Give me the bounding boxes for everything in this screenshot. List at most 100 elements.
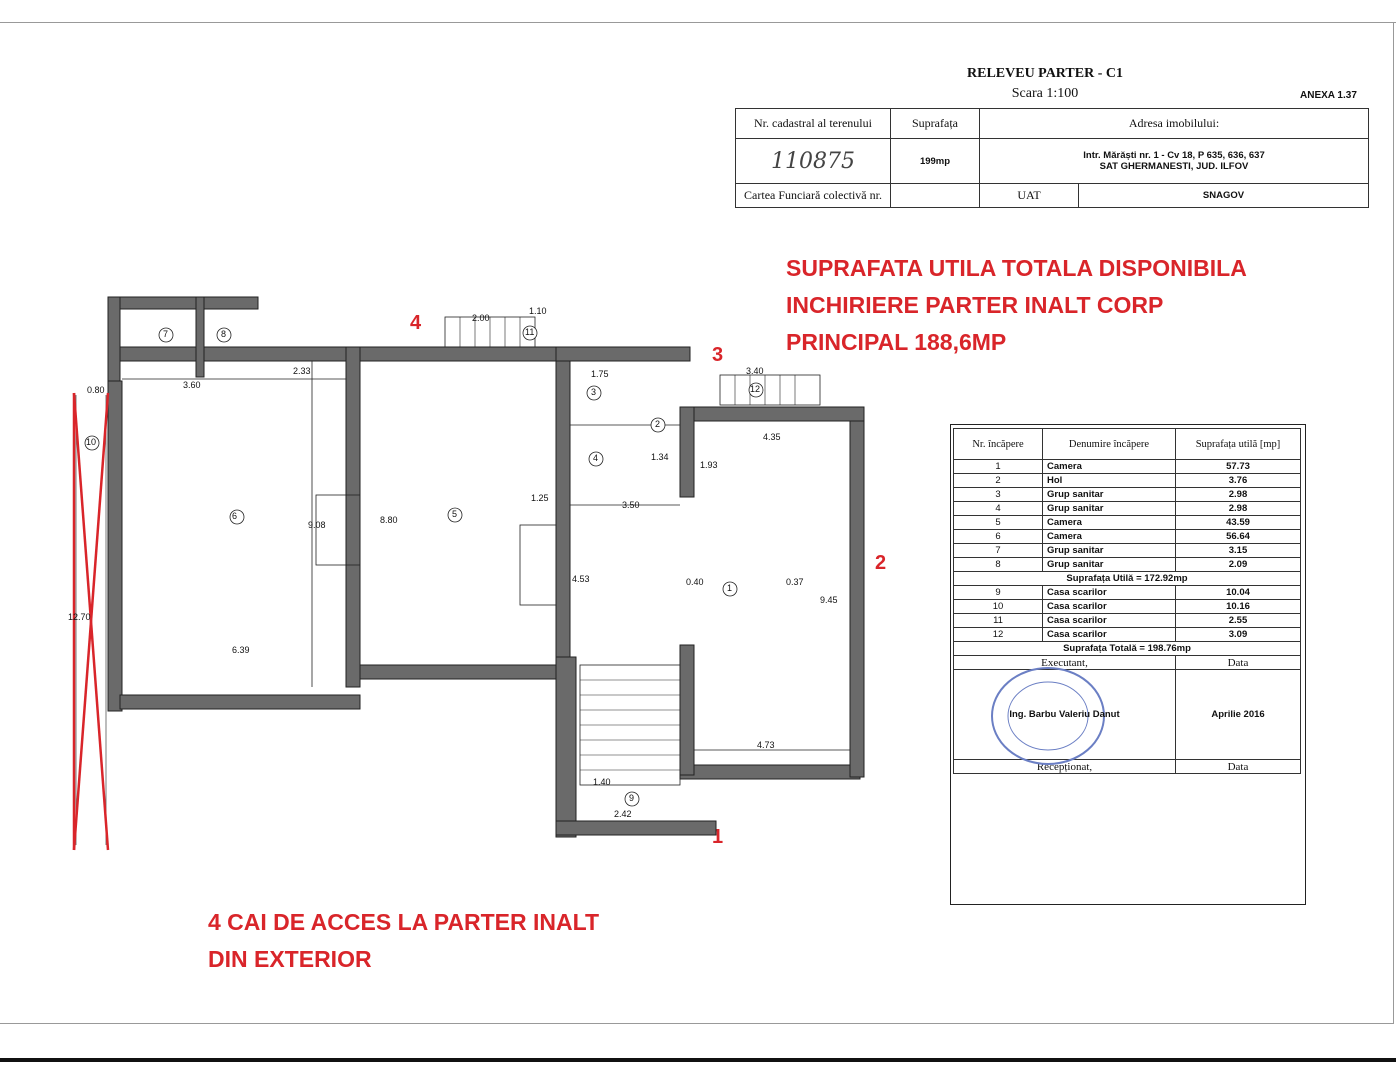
row-name: Casa scarilor	[1042, 613, 1176, 628]
room-label-9: 9	[629, 793, 635, 803]
page-bottom-rule	[0, 1058, 1396, 1062]
dim-233: 2.33	[293, 366, 311, 376]
subtotal-row: Suprafața Utilă = 172.92mp	[953, 571, 1301, 586]
row-area: 10.04	[1175, 585, 1301, 600]
row-area: 2.98	[1175, 487, 1301, 502]
dim-360: 3.60	[183, 380, 201, 390]
dim-193: 1.93	[700, 460, 718, 470]
available-area-line-1: SUPRAFATA UTILA TOTALA DISPONIBILA	[786, 255, 1247, 281]
room-label-11: 11	[525, 327, 535, 337]
dim-453: 4.53	[572, 574, 590, 584]
row-nr: 6	[953, 529, 1043, 544]
row-area: 2.09	[1175, 557, 1301, 572]
available-area-line-2: INCHIRIERE PARTER INALT CORP	[786, 292, 1164, 318]
floor-plan	[72, 296, 865, 851]
executant-name: Ing. Barbu Valeriu Danut	[953, 667, 1176, 765]
dim-639: 6.39	[232, 645, 250, 655]
row-nr: 2	[953, 473, 1043, 488]
row-nr: 5	[953, 515, 1043, 530]
dim-040: 0.40	[686, 577, 704, 587]
row-name: Casa scarilor	[1042, 627, 1176, 642]
dim-908: 9.08	[308, 520, 326, 530]
room-number-circles	[84, 325, 764, 807]
row-nr: 12	[953, 627, 1043, 642]
room-label-5: 5	[452, 509, 458, 519]
row-nr: 1	[953, 459, 1043, 474]
room-label-10: 10	[86, 437, 97, 447]
page-frame-top	[0, 22, 1396, 23]
row-area: 10.16	[1175, 599, 1301, 614]
uat-label: UAT	[979, 182, 1079, 209]
page-frame-bottom	[0, 1023, 1394, 1024]
row-name: Hol	[1042, 473, 1176, 488]
page-frame-right	[1393, 22, 1394, 1024]
row-name: Grup sanitar	[1042, 557, 1176, 572]
room-label-1: 1	[727, 583, 733, 593]
row-nr: 11	[953, 613, 1043, 628]
executant-date: Aprilie 2016	[1175, 669, 1301, 760]
address-head: Adresa imobilului:	[979, 107, 1369, 140]
rooms-table-frame	[950, 424, 1306, 905]
dim-110: 1.10	[529, 306, 547, 316]
access-note: 4 CAI DE ACCES LA PARTER INALT DIN EXTER…	[208, 904, 599, 978]
row-name: Camera	[1042, 459, 1176, 474]
access-note-line-2: DIN EXTERIOR	[208, 946, 372, 972]
dim-435: 4.35	[763, 432, 781, 442]
stamp-icon	[991, 667, 1105, 765]
row-name: Grup sanitar	[1042, 543, 1176, 558]
row-area: 43.59	[1175, 515, 1301, 530]
dim-037: 0.37	[786, 577, 804, 587]
dim-080: 0.80	[87, 385, 105, 395]
total-row: Suprafața Totală = 198.76mp	[953, 641, 1301, 656]
room-label-6: 6	[232, 511, 238, 521]
address-value: Intr. Mărăști nr. 1 - Cv 18, P 635, 636,…	[979, 138, 1369, 184]
area-head: Suprafața	[890, 107, 980, 140]
row-nr: 10	[953, 599, 1043, 614]
dim-945: 9.45	[820, 595, 838, 605]
dim-1270: 12.70	[68, 612, 91, 622]
access-note-line-1: 4 CAI DE ACCES LA PARTER INALT	[208, 909, 600, 935]
data-label-2: Data	[1175, 759, 1301, 774]
row-area: 3.09	[1175, 627, 1301, 642]
room-label-8: 8	[221, 329, 227, 339]
dim-125: 1.25	[531, 493, 549, 503]
room-label-7: 7	[163, 329, 169, 339]
room-label-3: 3	[591, 387, 597, 397]
row-name: Grup sanitar	[1042, 501, 1176, 516]
rooms-head-area: Suprafața utilă [mp]	[1175, 428, 1301, 460]
address-line-2: SAT GHERMANESTI, JUD. ILFOV	[1099, 161, 1249, 173]
row-name: Casa scarilor	[1042, 585, 1176, 600]
row-name: Casa scarilor	[1042, 599, 1176, 614]
area-value: 199mp	[890, 138, 980, 184]
row-nr: 4	[953, 501, 1043, 516]
drawing-scale: Scara 1:100	[1011, 86, 1079, 101]
row-nr: 8	[953, 557, 1043, 572]
annex-label: ANEXA 1.37	[1300, 90, 1357, 101]
stair-treads	[459, 317, 796, 771]
dim-880: 8.80	[380, 515, 398, 525]
crossed-out-stair	[72, 392, 110, 851]
room-label-2: 2	[655, 419, 661, 429]
row-area: 3.15	[1175, 543, 1301, 558]
dim-134: 1.34	[651, 452, 669, 462]
cadastral-head: Nr. cadastral al terenului	[735, 107, 891, 140]
row-area: 57.73	[1175, 459, 1301, 474]
row-nr: 7	[953, 543, 1043, 558]
access-marker-3: 3	[712, 344, 724, 366]
executant-name-text: Ing. Barbu Valeriu Danut	[1009, 709, 1120, 720]
access-marker-2: 2	[875, 552, 887, 574]
row-area: 2.55	[1175, 613, 1301, 628]
row-nr: 3	[953, 487, 1043, 502]
drawing-title: RELEVEU PARTER - C1	[967, 66, 1123, 81]
available-area-note: SUPRAFATA UTILA TOTALA DISPONIBILA INCHI…	[786, 250, 1247, 361]
